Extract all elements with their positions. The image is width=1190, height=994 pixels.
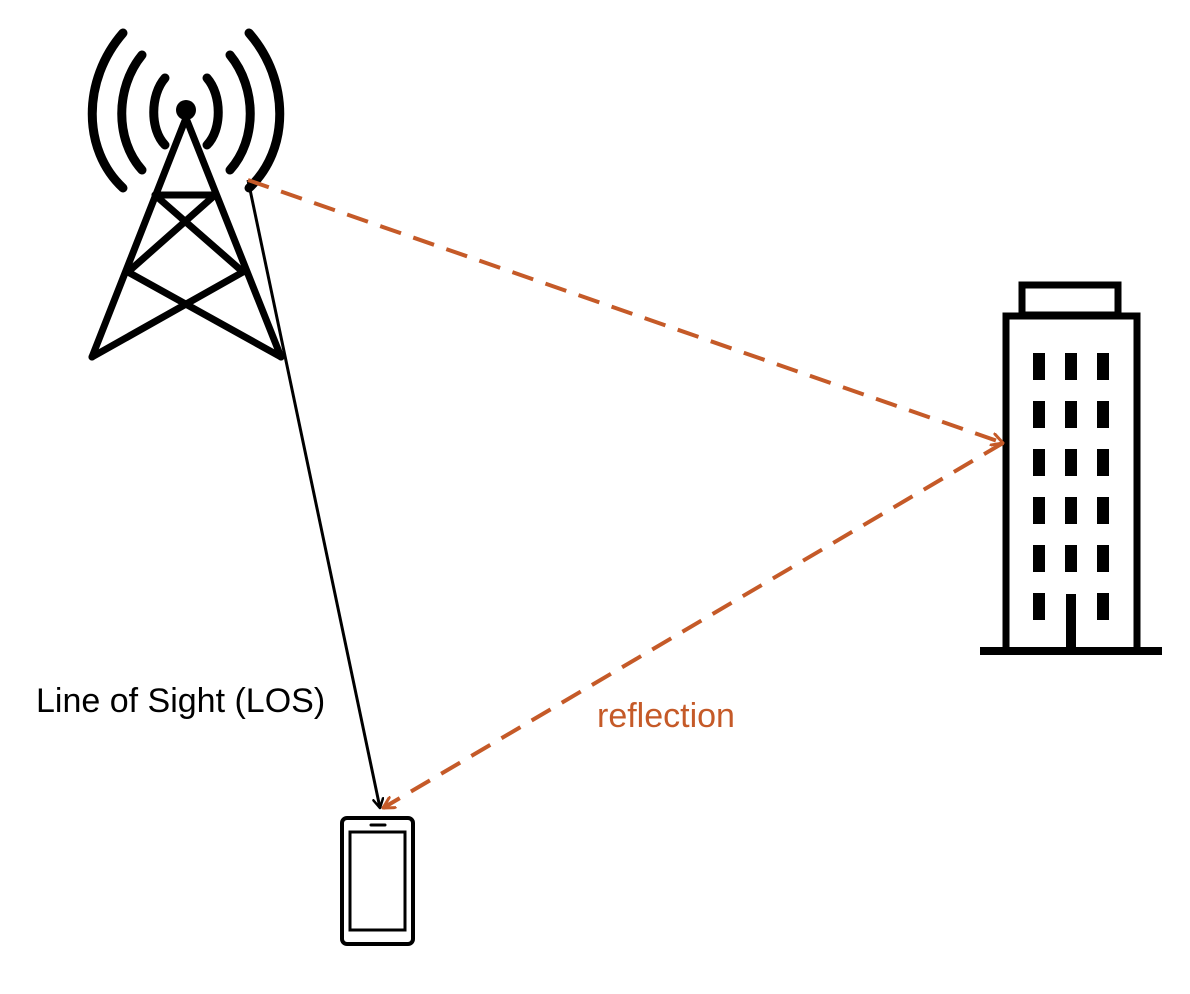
building-window: [1065, 401, 1077, 428]
building-window: [1097, 545, 1109, 572]
reflection-label: reflection: [597, 697, 735, 735]
los-arrow: [246, 179, 380, 808]
building-window: [1033, 449, 1045, 476]
building-window: [1097, 497, 1109, 524]
building-window: [1097, 449, 1109, 476]
building-window: [1097, 353, 1109, 380]
building-icon: [980, 281, 1162, 655]
building-window: [1033, 497, 1045, 524]
reflection-incoming-arrow: [247, 178, 1003, 443]
building-window: [1033, 353, 1045, 380]
los-label: Line of Sight (LOS): [36, 682, 326, 720]
building-window: [1065, 545, 1077, 572]
building-window: [1033, 593, 1045, 620]
building-window: [1065, 497, 1077, 524]
smartphone-icon: [340, 816, 415, 946]
building-window: [1097, 401, 1109, 428]
building-window: [1033, 401, 1045, 428]
building-window: [1097, 593, 1109, 620]
cell-tower-icon: [87, 28, 285, 361]
building-window: [1033, 545, 1045, 572]
building-window: [1065, 353, 1077, 380]
reflection-outgoing-arrow: [383, 441, 1005, 810]
building-window: [1065, 449, 1077, 476]
